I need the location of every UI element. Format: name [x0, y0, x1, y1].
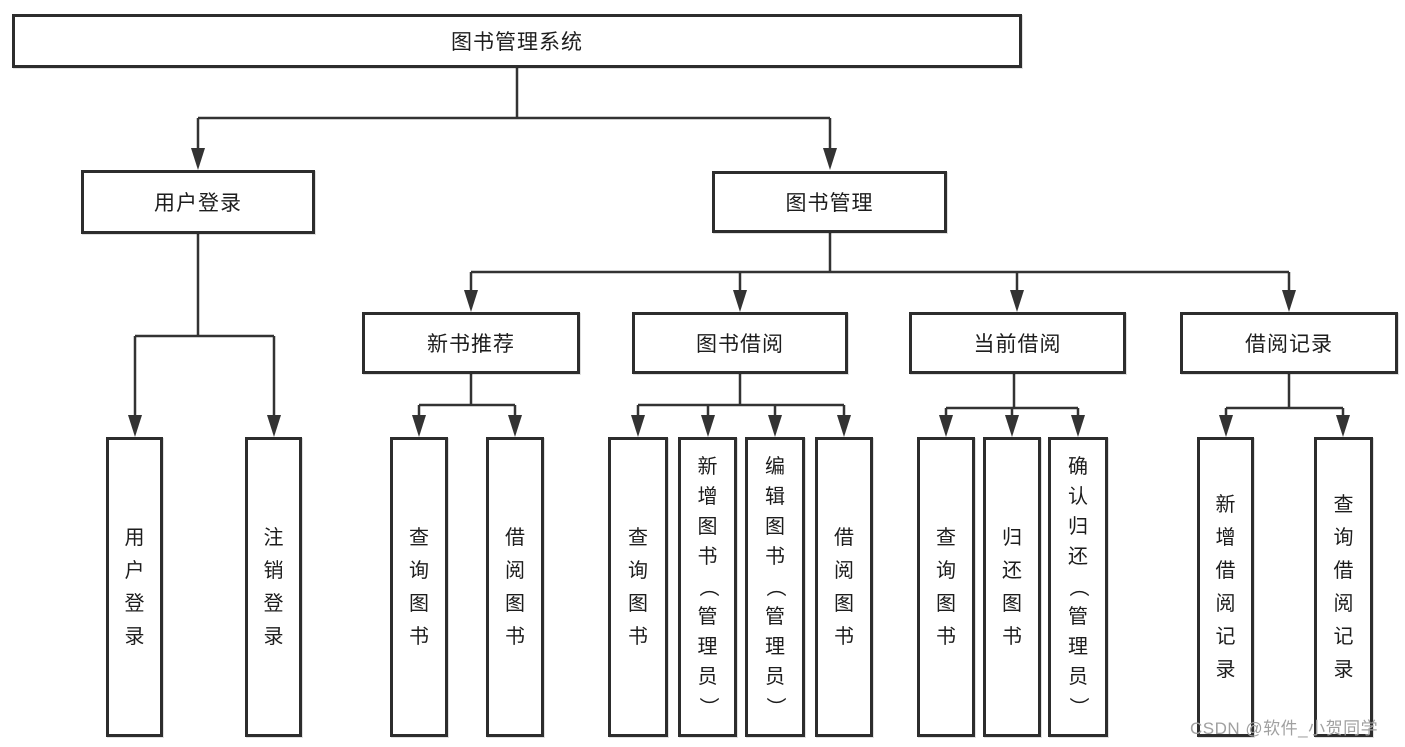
leaf-edit-books-admin-label: 编辑图书（管理员） — [764, 456, 786, 717]
leaf-user-login-label: 用户登录 — [124, 526, 145, 648]
leaf-query-borrow-record: 查询借阅记录 — [1314, 437, 1373, 737]
leaf-borrow-books-recommend: 借阅图书 — [486, 437, 544, 737]
leaf-add-books-admin: 新增图书（管理员） — [678, 437, 737, 737]
leaf-edit-books-admin: 编辑图书（管理员） — [745, 437, 805, 737]
leaf-confirm-return-admin: 确认归还（管理员） — [1048, 437, 1108, 737]
leaf-return-books-label: 归还图书 — [1002, 526, 1022, 648]
watermark: CSDN @软件_小贺同学 — [1190, 719, 1379, 738]
leaf-user-login: 用户登录 — [106, 437, 163, 737]
leaf-borrow-books: 借阅图书 — [815, 437, 873, 737]
node-library-system: 图书管理系统 — [12, 14, 1022, 68]
node-library-system-label: 图书管理系统 — [451, 31, 583, 54]
node-borrowing-records: 借阅记录 — [1180, 312, 1398, 374]
leaf-add-books-admin-label: 新增图书（管理员） — [696, 456, 719, 717]
leaf-add-borrow-record-label: 新增借阅记录 — [1215, 493, 1236, 681]
leaf-add-borrow-record: 新增借阅记录 — [1197, 437, 1254, 737]
arrowhead-icons — [128, 148, 1350, 437]
leaf-query-books-current-label: 查询图书 — [936, 526, 956, 648]
node-book-borrowing: 图书借阅 — [632, 312, 848, 374]
node-new-book-recommendation: 新书推荐 — [362, 312, 580, 374]
node-current-borrowing: 当前借阅 — [909, 312, 1126, 374]
node-borrowing-records-label: 借阅记录 — [1245, 333, 1333, 356]
leaf-borrow-books-recommend-label: 借阅图书 — [505, 526, 525, 648]
leaf-query-books-current: 查询图书 — [917, 437, 975, 737]
leaf-query-books-recommend-label: 查询图书 — [409, 526, 429, 648]
leaf-query-borrow-record-label: 查询借阅记录 — [1333, 493, 1354, 681]
node-book-borrowing-label: 图书借阅 — [696, 333, 784, 356]
leaf-confirm-return-admin-label: 确认归还（管理员） — [1067, 456, 1089, 717]
leaf-borrow-books-label: 借阅图书 — [834, 526, 854, 648]
node-user-login-label: 用户登录 — [154, 192, 242, 215]
node-book-management-label: 图书管理 — [785, 192, 874, 215]
leaf-return-books: 归还图书 — [983, 437, 1041, 737]
leaf-query-books-recommend: 查询图书 — [390, 437, 448, 737]
leaf-query-books-borrow: 查询图书 — [608, 437, 668, 737]
node-book-management: 图书管理 — [712, 171, 947, 233]
leaf-query-books-borrow-label: 查询图书 — [628, 526, 648, 648]
node-current-borrowing-label: 当前借阅 — [973, 333, 1062, 356]
node-new-book-recommendation-label: 新书推荐 — [427, 333, 515, 356]
node-user-login: 用户登录 — [81, 170, 315, 234]
leaf-logout: 注销登录 — [245, 437, 302, 737]
leaf-logout-label: 注销登录 — [263, 526, 284, 648]
